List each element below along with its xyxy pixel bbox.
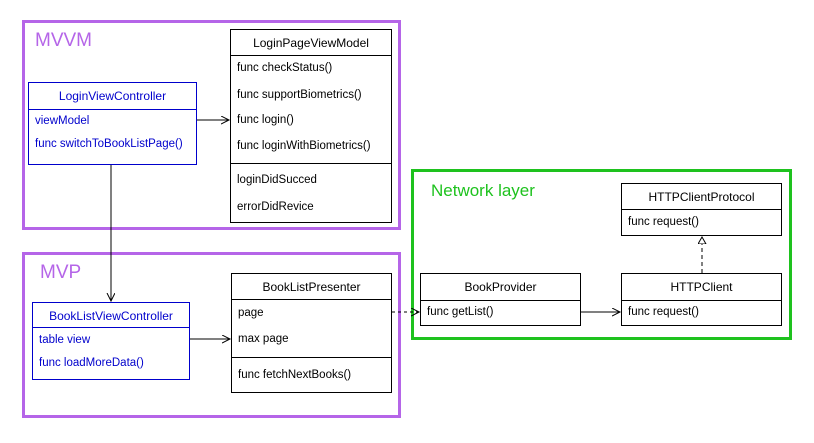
divider — [231, 55, 391, 56]
class-member: table view — [39, 334, 91, 346]
class-name: LoginViewController — [58, 89, 167, 103]
class-name: LoginPageViewModel — [253, 36, 369, 50]
divider — [622, 300, 781, 301]
class-name: BookListPresenter — [262, 280, 361, 294]
book-list-view-controller-class[interactable]: BookListViewController table view func l… — [32, 302, 190, 380]
class-event: loginDidSucced — [237, 174, 317, 186]
class-method: func login() — [237, 114, 294, 126]
class-event: errorDidRevice — [237, 201, 314, 213]
class-member: max page — [238, 333, 289, 345]
divider — [33, 327, 189, 328]
class-method: func supportBiometrics() — [237, 89, 362, 101]
book-list-presenter-class[interactable]: BookListPresenter page max page func fet… — [231, 273, 392, 393]
mvvm-label: MVVM — [35, 30, 92, 51]
class-member: page — [238, 307, 264, 319]
mvp-label: MVP — [40, 262, 82, 283]
class-member: func loadMoreData() — [39, 357, 144, 369]
book-provider-class[interactable]: BookProvider func getList() — [420, 273, 581, 326]
login-page-view-model-class[interactable]: LoginPageViewModel func checkStatus() fu… — [230, 29, 392, 223]
class-name: BookListViewController — [49, 309, 173, 323]
class-method: func checkStatus() — [237, 62, 333, 74]
class-name: BookProvider — [464, 280, 537, 294]
class-member: viewModel — [35, 115, 90, 127]
http-client-protocol-class[interactable]: HTTPClientProtocol func request() — [621, 183, 782, 236]
http-client-class[interactable]: HTTPClient func request() — [621, 273, 782, 326]
divider — [232, 299, 391, 300]
class-member: func request() — [628, 306, 699, 318]
network-layer-group — [411, 169, 792, 340]
class-member: func getList() — [427, 306, 494, 318]
divider — [232, 357, 391, 358]
network-layer-label: Network layer — [431, 181, 535, 200]
mvvm-group — [22, 20, 401, 230]
divider — [29, 109, 196, 110]
class-method: func loginWithBiometrics() — [237, 140, 371, 152]
class-method: func fetchNextBooks() — [238, 369, 352, 381]
class-member: func request() — [628, 216, 699, 228]
class-name: HTTPClient — [670, 280, 733, 294]
class-member: func switchToBookListPage() — [35, 138, 183, 150]
divider — [231, 163, 391, 164]
divider — [421, 300, 580, 301]
login-view-controller-class[interactable]: LoginViewController viewModel func switc… — [28, 82, 197, 165]
divider — [622, 209, 781, 210]
class-name: HTTPClientProtocol — [648, 190, 755, 204]
mvp-group — [22, 252, 401, 418]
